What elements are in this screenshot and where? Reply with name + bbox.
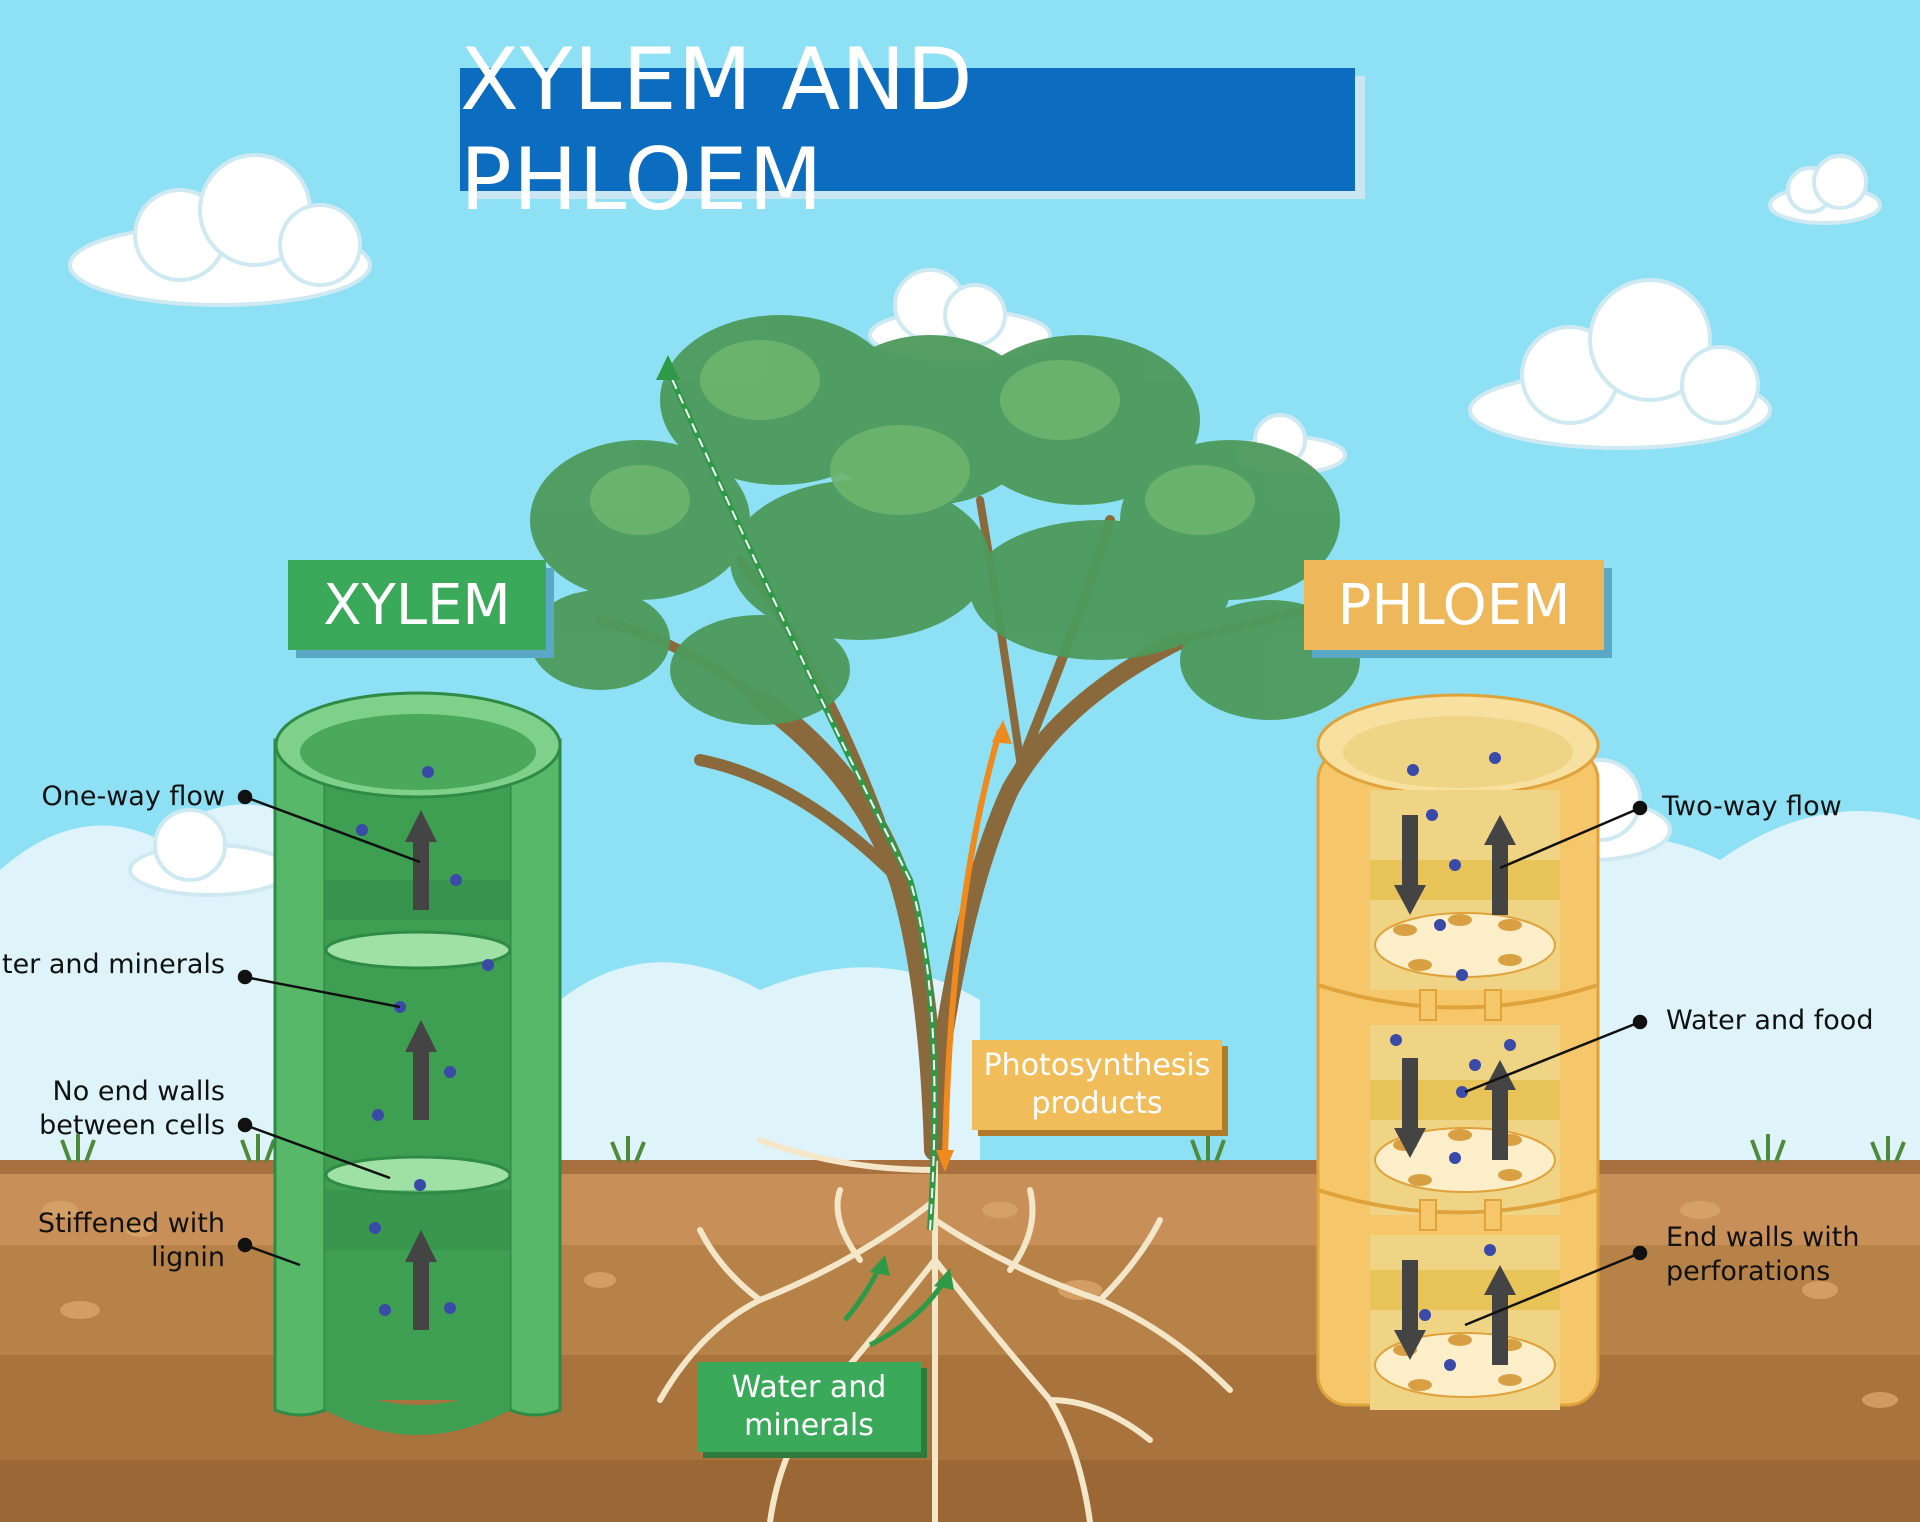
label-two-way-flow: Two-way flow xyxy=(1662,791,1842,822)
tag-water-line1: Water and xyxy=(731,1370,887,1405)
phloem-flow-arrows xyxy=(1394,815,1516,1365)
cloud-icon xyxy=(1468,278,1772,450)
label-lignin: Stiffened with lignin xyxy=(20,1207,225,1275)
xylem-vessel xyxy=(273,691,562,1435)
label-no-end-walls-line1: No end walls xyxy=(52,1076,225,1107)
arrow-up-icon xyxy=(870,1255,890,1276)
soil-layer-deep xyxy=(0,1460,1920,1522)
tag-photo-line1: Photosynthesis xyxy=(983,1048,1211,1083)
cloud-icon xyxy=(68,153,372,307)
label-lignin-line2: lignin xyxy=(151,1242,225,1273)
distant-hill-center xyxy=(560,962,980,1170)
grass-tufts xyxy=(60,1134,1906,1163)
cloud-icon xyxy=(1768,154,1882,225)
xylem-flow-arrows xyxy=(405,810,437,1330)
label-end-walls-line2: perforations xyxy=(1666,1256,1831,1287)
xylem-heading: XYLEM xyxy=(288,560,546,650)
arrow-up-icon xyxy=(934,1268,954,1290)
page-title: XYLEM AND PHLOEM xyxy=(460,29,974,230)
label-one-way-flow: One-way flow xyxy=(41,781,225,812)
label-end-walls-line1: End walls with xyxy=(1666,1222,1860,1253)
phloem-flow-line xyxy=(942,729,1003,1161)
xylem-particles xyxy=(356,766,494,1316)
arrow-up-icon xyxy=(656,355,680,380)
leader-lines xyxy=(237,789,1648,1327)
label-lignin-line1: Stiffened with xyxy=(37,1208,225,1239)
title-banner: XYLEM AND PHLOEM xyxy=(460,30,1355,230)
tag-water-line2: minerals xyxy=(744,1408,874,1443)
phloem-vessel xyxy=(1316,693,1600,1410)
arrow-down-icon xyxy=(936,1150,954,1172)
distant-hill-left xyxy=(0,804,360,1170)
label-water-food: Water and food xyxy=(1666,1005,1874,1036)
cloud-icon xyxy=(128,808,292,897)
tree-foliage-highlights xyxy=(590,340,1255,535)
label-end-walls: End walls with perforations xyxy=(1666,1221,1916,1289)
phloem-heading: PHLOEM xyxy=(1304,560,1604,650)
tag-photo-line2: products xyxy=(1031,1086,1163,1121)
label-no-end-walls: No end walls between cells xyxy=(20,1075,225,1143)
phloem-particles xyxy=(1390,752,1516,1371)
label-no-end-walls-line2: between cells xyxy=(39,1110,225,1141)
tag-photosynthesis-products: Photosynthesis products xyxy=(972,1040,1222,1130)
tag-water-minerals: Water and minerals xyxy=(697,1362,921,1452)
arrow-up-icon xyxy=(992,720,1012,744)
label-water-minerals: ter and minerals xyxy=(1,949,225,980)
